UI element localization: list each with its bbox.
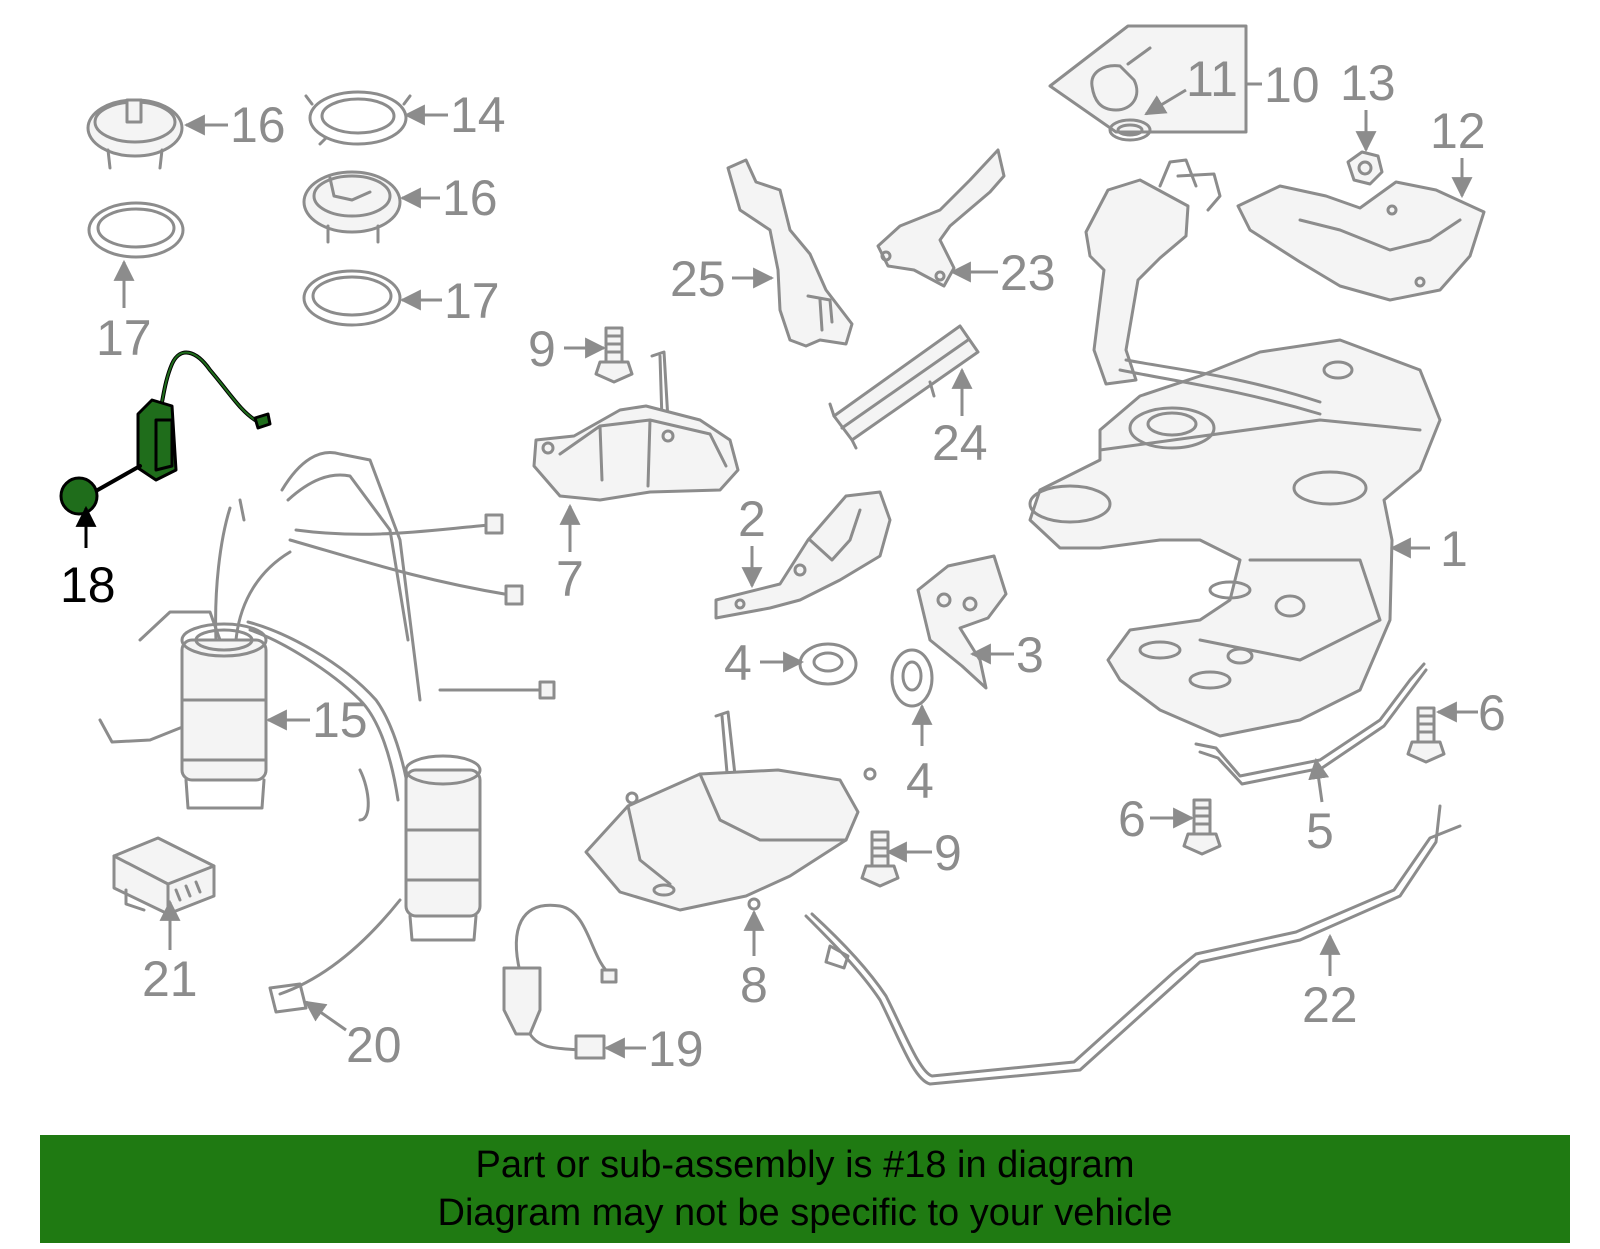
part-20 [268, 754, 482, 1014]
part-2 [714, 490, 892, 620]
part-9-upper [594, 326, 634, 384]
label-4-left: 4 [724, 635, 752, 691]
part-19 [502, 903, 618, 1060]
banner-line-1: Part or sub-assembly is #18 in diagram [475, 1144, 1135, 1186]
label-6-right: 6 [1478, 685, 1506, 741]
info-banner: Part or sub-assembly is #18 in diagram D… [40, 1135, 1570, 1243]
banner-line-2: Diagram may not be specific to your vehi… [437, 1192, 1173, 1234]
part-8 [584, 710, 877, 912]
fuel-lines-center [246, 451, 556, 822]
label-10: 10 [1264, 57, 1320, 113]
label-1: 1 [1440, 521, 1468, 577]
label-11: 11 [1186, 51, 1238, 107]
part-16-second [302, 170, 402, 244]
label-16-top: 16 [230, 97, 286, 153]
part-3 [916, 554, 1008, 690]
label-24: 24 [932, 415, 988, 471]
label-17-left: 17 [96, 310, 152, 366]
label-5: 5 [1306, 803, 1334, 859]
label-13: 13 [1340, 55, 1396, 111]
part-9-lower [860, 830, 900, 888]
part-1 [1028, 338, 1442, 738]
part-17-right [302, 269, 402, 327]
label-22: 22 [1302, 977, 1358, 1033]
label-6-left: 6 [1118, 791, 1146, 847]
part-7 [532, 350, 740, 502]
label-17-right: 17 [444, 273, 500, 329]
label-20: 20 [346, 1017, 402, 1073]
label-2: 2 [738, 491, 766, 547]
part-6-right [1406, 706, 1446, 764]
label-21: 21 [142, 951, 198, 1007]
part-6-left [1182, 798, 1222, 856]
part-14 [304, 90, 412, 146]
label-16-second: 16 [442, 170, 498, 226]
label-18: 18 [60, 557, 116, 613]
filler-neck [1084, 158, 1322, 416]
label-4-bottom: 4 [906, 753, 934, 809]
label-14: 14 [450, 87, 506, 143]
label-9-upper: 9 [528, 321, 556, 377]
label-3: 3 [1016, 627, 1044, 683]
part-16-top [86, 98, 184, 170]
part-12 [1236, 180, 1486, 302]
label-23: 23 [1000, 245, 1056, 301]
part-24 [828, 324, 980, 450]
callout-labels: 16 14 16 17 17 18 15 20 21 19 9 7 25 23 … [60, 51, 1506, 1077]
part-13 [1346, 150, 1384, 186]
label-25: 25 [670, 251, 726, 307]
part-4-left [798, 642, 858, 686]
label-12: 12 [1430, 103, 1486, 159]
part-21 [112, 836, 216, 916]
part-4-bottom [890, 648, 934, 708]
part-18-highlighted [59, 350, 272, 516]
label-19: 19 [648, 1021, 704, 1077]
leader-arrows [75, 82, 1478, 1059]
part-10-11-box [1048, 24, 1248, 142]
label-9-lower: 9 [934, 825, 962, 881]
part-17-left [87, 201, 185, 259]
part-22 [804, 804, 1462, 1086]
part-15 [98, 498, 292, 810]
part-25 [726, 158, 854, 348]
label-8: 8 [740, 957, 768, 1013]
part-23 [876, 148, 1006, 288]
label-15: 15 [312, 692, 368, 748]
label-7: 7 [556, 551, 584, 607]
